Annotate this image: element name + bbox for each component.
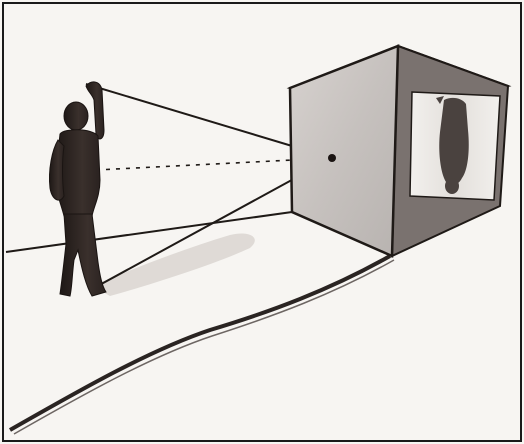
figure-head: [64, 102, 88, 130]
pinhole: [328, 154, 336, 162]
